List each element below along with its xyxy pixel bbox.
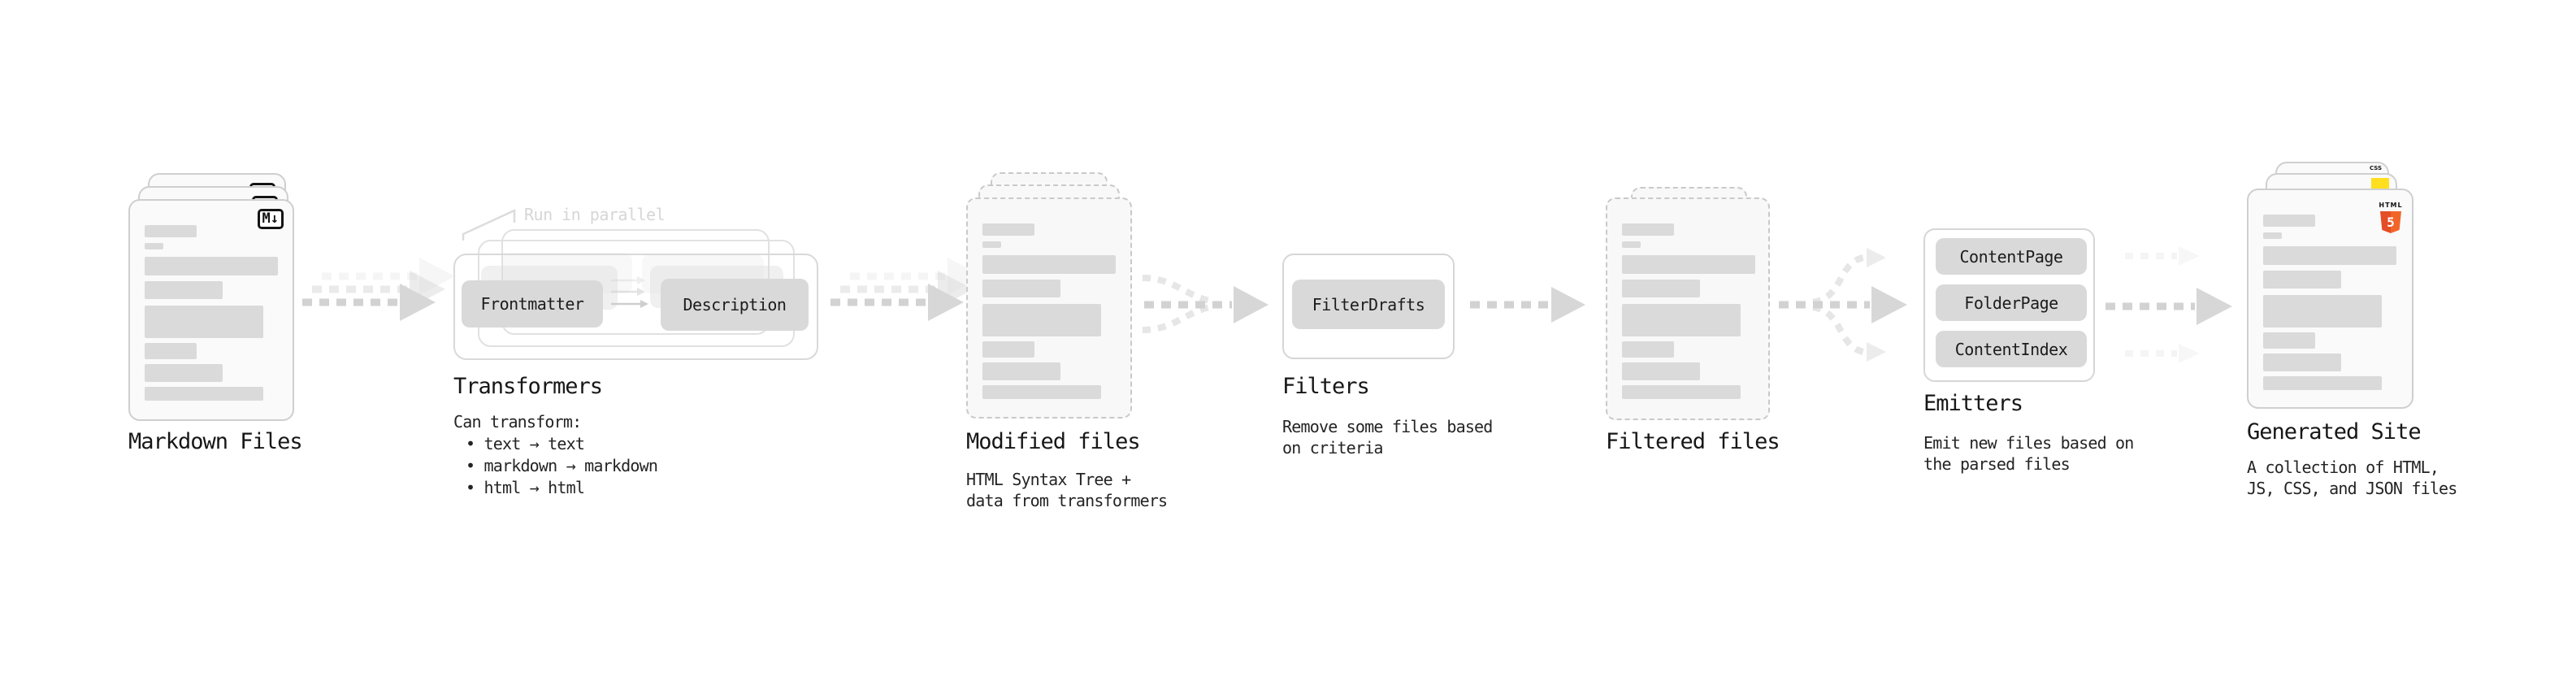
filter-step-filterdrafts: FilterDrafts (1292, 280, 1445, 329)
transformer-step-description: Description (661, 279, 809, 331)
flow-arrow-stacked (302, 258, 455, 321)
bullet-line: • text → text (466, 434, 585, 453)
caption-line: JS, CSS, and JSON files (2247, 479, 2457, 498)
step-arrows-icon (611, 276, 648, 308)
emitter-step-contentindex: ContentIndex (1936, 331, 2087, 367)
flow-arrow-single (1470, 287, 1585, 323)
caption-line: data from transformers (966, 491, 1168, 510)
modified-files-caption: HTML Syntax Tree + data from transformer… (966, 469, 1168, 511)
caption-line: HTML Syntax Tree + (966, 470, 1131, 489)
html5-shield: 5 (2380, 211, 2401, 233)
run-in-parallel-note: Run in parallel (524, 205, 666, 224)
flow-arrow-converge (1142, 275, 1268, 333)
transformers-caption: Can transform: • text → text • markdown … (453, 411, 658, 499)
bullet-line: • html → html (466, 478, 585, 497)
flow-arrow-stacked (830, 258, 983, 321)
flow-arrow-diverge (1779, 248, 1907, 362)
markdown-icon: M↓ (257, 209, 284, 229)
emitters-caption: Emit new files based on the parsed files (1923, 432, 2134, 475)
filters-title: Filters (1282, 374, 1370, 399)
caption-line: A collection of HTML, (2247, 458, 2439, 477)
caption-line: Can transform: (453, 412, 582, 432)
filtered-doc-front (1606, 197, 1770, 420)
generated-site-caption: A collection of HTML, JS, CSS, and JSON … (2247, 457, 2457, 499)
modified-files-title: Modified files (966, 429, 1141, 454)
bullet-line: • markdown → markdown (466, 456, 658, 475)
filters-caption: Remove some files based on criteria (1282, 416, 1493, 458)
filtered-files-title: Filtered files (1606, 429, 1780, 454)
flow-arrow-triple (2105, 246, 2232, 363)
markdown-files-title: Markdown Files (128, 429, 303, 454)
caption-line: the parsed files (1923, 454, 2071, 474)
markdown-doc-front: M↓ (128, 199, 294, 421)
html5-word: HTML (2379, 202, 2403, 209)
transformers-title: Transformers (453, 374, 603, 399)
generated-site-title: Generated Site (2247, 419, 2422, 445)
caption-line: Emit new files based on (1923, 433, 2134, 453)
emitter-step-contentpage: ContentPage (1936, 238, 2087, 275)
html5-icon: HTML 5 (2378, 195, 2404, 233)
css-file-icon: CSS (2370, 166, 2382, 171)
emitter-step-folderpage: FolderPage (1936, 284, 2087, 321)
html5-number: 5 (2387, 214, 2395, 230)
caption-line: Remove some files based (1282, 417, 1493, 436)
emitters-title: Emitters (1923, 391, 2023, 416)
doc-placeholder-lines (2249, 190, 2412, 407)
caption-line: on criteria (1282, 438, 1383, 458)
js-file-icon (2371, 178, 2389, 189)
transformer-step-frontmatter: Frontmatter (462, 280, 603, 327)
transformer-card-front (453, 254, 818, 360)
doc-placeholder-lines (130, 201, 293, 419)
generated-doc-html: HTML 5 (2247, 189, 2413, 409)
modified-doc-front (966, 197, 1132, 419)
css-badge-label: CSS (2369, 165, 2382, 171)
doc-placeholder-lines (1607, 199, 1768, 419)
run-in-parallel-callout-line (462, 209, 516, 241)
doc-placeholder-lines (968, 199, 1130, 417)
